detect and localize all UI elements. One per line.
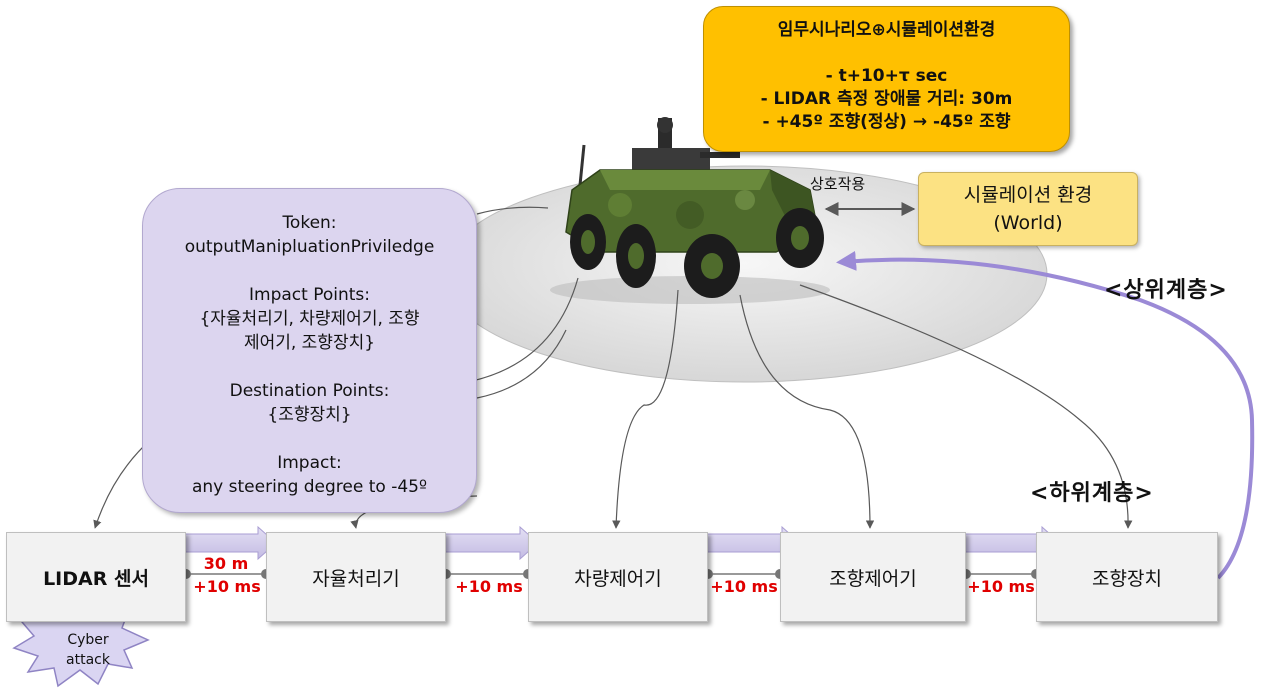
lower-tier-label: <하위계층> [1030,481,1154,506]
arrow-to-steering [799,284,1133,529]
interaction-label: 상호작용 [810,175,866,193]
block-arrow-2 [433,525,539,561]
impact-value: any steering degree to -45º [191,477,427,497]
scenario-line: - t+10+τ sec [825,66,948,86]
node-label: 조향제어기 [829,567,917,590]
destination-value: {조향장치} [267,405,352,425]
arrow-to-steer-ctrl [739,294,875,529]
scenario-line: - LIDAR 측정 장애물 거리: 30m [760,89,1013,109]
world-subtitle: (World) [993,212,1063,234]
token-value: outputManipluationPriviledge [184,237,435,257]
cyber-attack-label: Cyber attack [48,630,128,670]
cyber-attack-line: attack [66,652,110,668]
link-latency-label: +10 ms [193,577,261,596]
node-lidar-sensor: LIDAR 센서 [6,532,186,622]
scenario-box: 임무시나리오⊕시뮬레이션환경 - t+10+τ sec - LIDAR 측정 장… [703,6,1070,152]
cyber-attack-line: Cyber [67,632,109,648]
node-label: 자율처리기 [312,567,400,590]
destination-label: Destination Points: [229,381,390,401]
node-autonomous-processor: 자율처리기 [266,532,446,622]
link-latency-label: +10 ms [710,577,778,596]
link-latency-label: +10 ms [967,577,1035,596]
node-vehicle-controller: 차량제어기 [528,532,708,622]
link-distance-label: 30 m [203,554,249,573]
vehicle-icon [550,117,830,304]
world-title: 시뮬레이션 환경 [963,184,1093,206]
scenario-line: - +45º 조향(정상) → -45º 조향 [762,112,1011,132]
feedback-arrow [836,250,1255,580]
node-label: 차량제어기 [574,567,662,590]
token-callout-line-top [476,206,549,215]
token-callout-line-bottom [476,329,567,399]
upper-tier-label: <상위계층> [1104,278,1228,303]
impact-points-value: {자율처리기, 차량제어기, 조향 [199,309,420,329]
scenario-title: 임무시나리오⊕시뮬레이션환경 [777,20,996,40]
impact-points-value: 제어기, 조향장치} [243,333,376,353]
impact-label: Impact: [277,453,342,473]
impact-points-label: Impact Points: [249,285,370,305]
arrow-to-vehicle-ctrl [612,289,679,529]
node-steering-controller: 조향제어기 [780,532,966,622]
node-label: 조향장치 [1092,567,1162,590]
node-label: LIDAR 센서 [43,567,149,590]
world-box: 시뮬레이션 환경 (World) [918,172,1138,246]
token-label: Token: [282,213,337,233]
node-steering-device: 조향장치 [1036,532,1218,622]
link-latency-label: +10 ms [455,577,523,596]
token-box: Token: outputManipluationPriviledge Impa… [142,188,477,513]
